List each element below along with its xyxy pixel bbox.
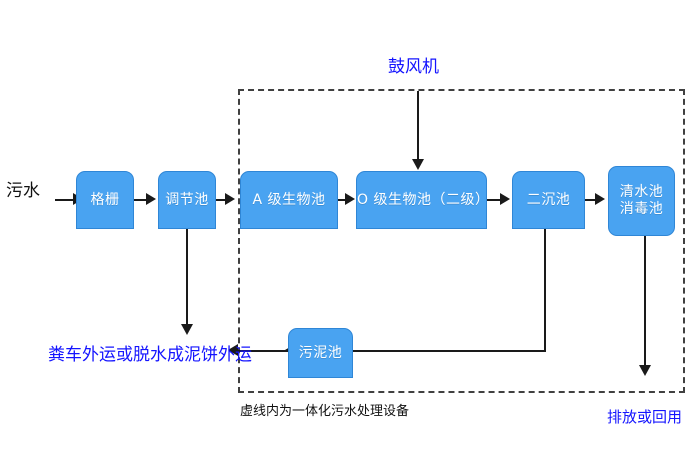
node-grating-label: 格栅	[90, 191, 120, 208]
blower-feed-line	[417, 91, 419, 161]
node-clearwater-tank-label: 清水池	[619, 184, 664, 201]
node-grating[interactable]: 格栅	[76, 171, 134, 229]
node-a-stage-bio-tank-label: A 级生物池	[252, 191, 326, 208]
node-o-stage-bio-tank-label: O 级生物池（二级）	[357, 191, 490, 208]
node-secondary-clarifier-label: 二沉池	[526, 191, 571, 208]
a-to-o-line	[338, 199, 349, 201]
clarifier-sludge-down-line	[544, 229, 546, 351]
o-to-clarifier-arrowhead	[500, 193, 510, 205]
node-sludge-tank[interactable]: 污泥池	[288, 328, 353, 378]
influent-connector-line	[55, 199, 75, 201]
integrated-equipment-boundary	[238, 89, 685, 393]
o-to-clarifier-line	[487, 199, 503, 201]
influent-label: 污水	[6, 181, 40, 201]
node-a-stage-bio-tank[interactable]: A 级生物池	[240, 171, 338, 229]
sludge-disposal-label: 粪车外运或脱水成泥饼外运	[48, 345, 252, 365]
blower-label: 鼓风机	[388, 57, 439, 77]
node-regulating-tank-label: 调节池	[165, 191, 209, 208]
node-secondary-clarifier[interactable]: 二沉池	[512, 171, 585, 229]
grating-to-regulating-arrowhead	[146, 193, 156, 205]
sludge-to-disposal-line	[238, 350, 288, 352]
node-o-stage-bio-tank[interactable]: O 级生物池（二级）	[356, 171, 490, 229]
a-to-o-arrowhead	[345, 193, 355, 205]
grating-to-regulating-line	[134, 199, 148, 201]
clarifier-sludge-left-line	[288, 350, 546, 352]
blower-feed-arrowhead	[412, 159, 424, 170]
regulating-to-a-line	[216, 199, 228, 201]
node-sludge-tank-label: 污泥池	[298, 344, 343, 361]
clarifier-to-clearwater-line	[585, 199, 598, 201]
clarifier-to-clearwater-arrowhead	[595, 193, 605, 205]
regulating-to-disposal-line	[186, 229, 188, 327]
clearwater-to-discharge-line	[644, 236, 646, 368]
regulating-to-a-arrowhead	[225, 193, 235, 205]
boundary-caption: 虚线内为一体化污水处理设备	[240, 404, 410, 419]
node-disinfection-tank-label: 消毒池	[619, 201, 664, 217]
effluent-disposal-label: 排放或回用	[607, 408, 683, 426]
node-clearwater-disinfection-tank[interactable]: 清水池 消毒池	[608, 166, 675, 236]
sludge-to-disposal-arrowhead	[228, 344, 238, 356]
regulating-to-disposal-arrowhead	[181, 324, 193, 335]
node-regulating-tank[interactable]: 调节池	[158, 171, 216, 229]
clearwater-to-discharge-arrowhead	[639, 365, 651, 376]
